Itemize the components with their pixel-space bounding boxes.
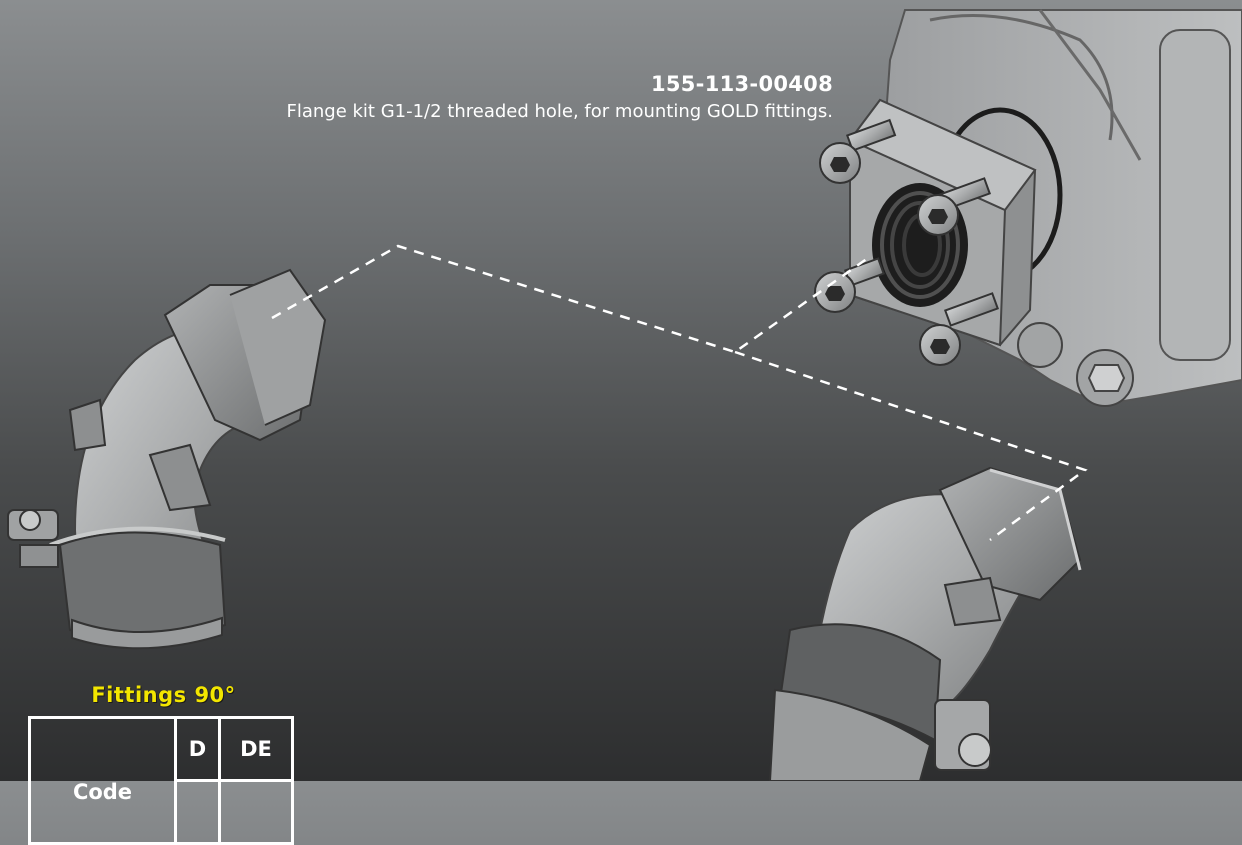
part-code: 155-113-00408 — [650, 72, 833, 96]
column-subcell-d — [174, 779, 221, 845]
column-subcell-de — [218, 779, 294, 845]
column-header-de: DE — [218, 716, 294, 782]
part-description: Flange kit G1-1/2 threaded hole, for mou… — [286, 101, 833, 122]
table-header-row: Code D DE — [28, 716, 294, 845]
dashed-connector-line-icon — [271, 244, 1088, 542]
table-title: Fittings 90° — [91, 683, 236, 707]
fitting-90-degree-icon — [7, 268, 327, 650]
column-header-d: D — [174, 716, 221, 782]
fitting-45-degree-icon — [768, 466, 1082, 781]
illustration — [7, 9, 1242, 781]
flange-assembly-icon — [814, 98, 1037, 366]
